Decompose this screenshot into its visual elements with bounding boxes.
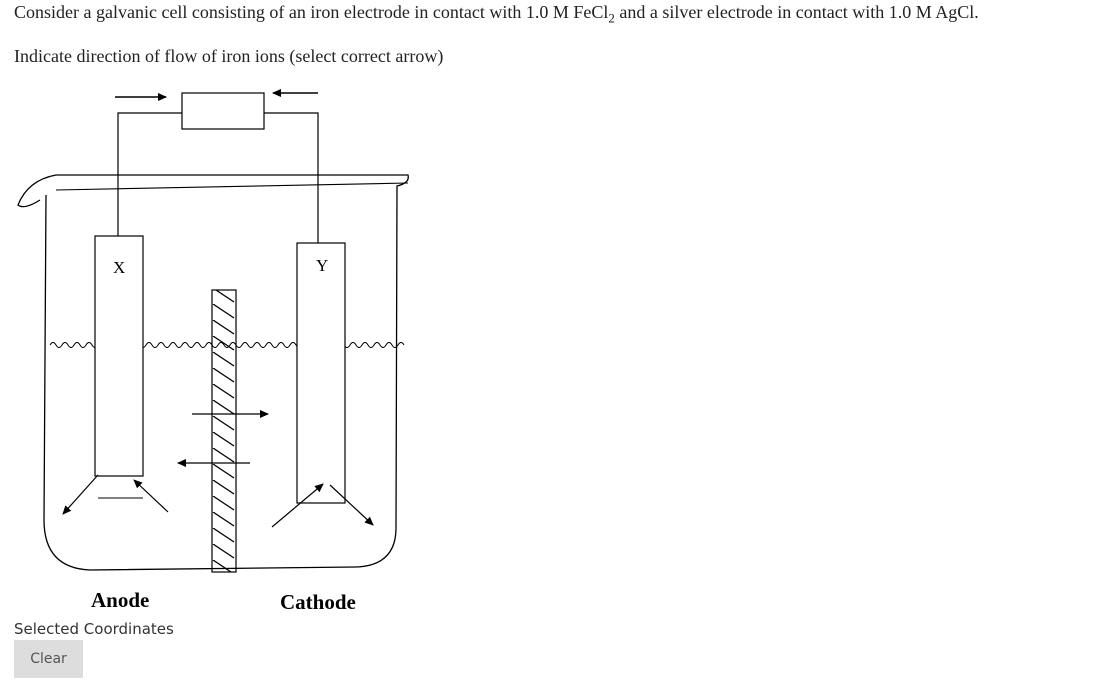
external-wire	[117, 112, 319, 243]
galvanic-cell-diagram[interactable]: X Y Anode Cathode	[0, 75, 420, 620]
arrow-option-left[interactable]	[174, 453, 254, 473]
voltmeter-box	[181, 92, 265, 130]
electrode-x	[94, 235, 144, 477]
selected-coordinates-label: Selected Coordinates	[14, 620, 174, 638]
electrode-y-label: Y	[316, 256, 328, 275]
beaker-outline	[17, 174, 409, 571]
cathode-label: Cathode	[280, 590, 356, 614]
arrow-option-anode-in[interactable]	[133, 479, 169, 513]
arrow-option-cathode-in[interactable]	[271, 483, 324, 528]
arrow-option-anode-out[interactable]	[62, 474, 99, 515]
anode-label: Anode	[91, 588, 149, 612]
question-line-1: Consider a galvanic cell consisting of a…	[14, 2, 979, 27]
question-text-a: Consider a galvanic cell consisting of a…	[14, 2, 609, 22]
electrode-y	[296, 242, 346, 504]
question-text-b: and a silver electrode in contact with 1…	[614, 2, 979, 22]
salt-bridge	[211, 289, 237, 573]
arrow-option-right[interactable]	[190, 404, 272, 424]
arrow-option-cathode-out[interactable]	[329, 484, 374, 526]
question-subscript: 2	[608, 10, 615, 26]
question-line-2: Indicate direction of flow of iron ions …	[14, 46, 444, 66]
electrode-x-label: X	[113, 258, 125, 277]
beaker-rim	[55, 182, 409, 191]
clear-button[interactable]: Clear	[14, 640, 83, 678]
